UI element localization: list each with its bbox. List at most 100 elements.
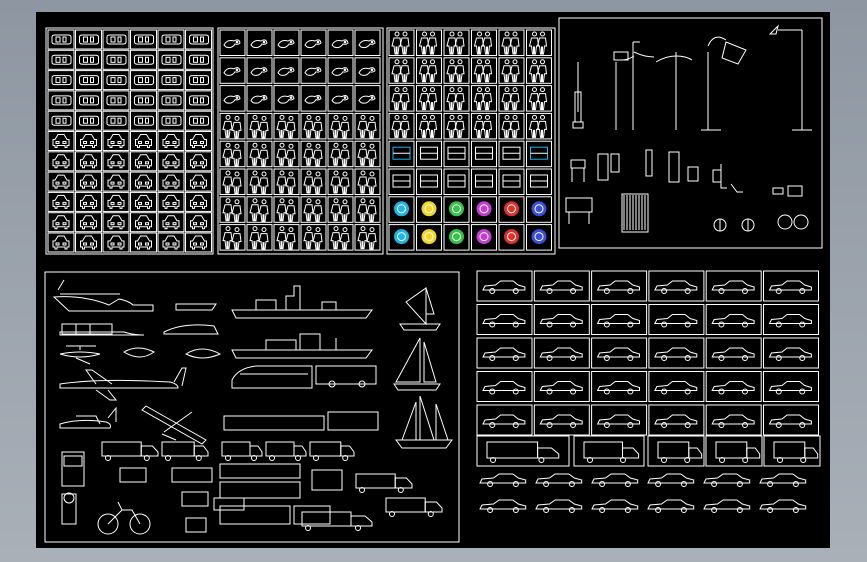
person-symbol [330,226,350,251]
person-symbol [528,87,548,111]
animal-symbol [277,67,295,76]
person-symbol [357,198,377,223]
car-symbol [106,115,127,126]
car-side-symbol [759,499,807,513]
person-symbol [276,226,296,251]
person-symbol [357,114,377,139]
panel-animals [217,27,384,255]
person-symbol [357,142,377,167]
car-symbol [189,34,209,45]
person-symbol [391,59,410,83]
car-side-symbol [768,347,812,361]
person-symbol [528,31,548,55]
car-side-symbol [596,347,640,361]
car-side-symbol [768,280,812,294]
car-side-symbol [479,499,527,513]
car-symbol [190,235,207,250]
boats [52,279,453,449]
animal-symbol [223,39,241,49]
panel-transport [44,271,460,543]
furniture-symbol [502,174,521,188]
car-symbol [162,235,180,250]
person-symbol [249,198,269,223]
car-symbol [190,134,207,148]
furniture-symbol [475,146,493,160]
person-symbol [249,114,269,139]
colored-symbol [531,229,547,245]
car-symbol [134,115,154,126]
car-side-symbol [482,347,526,361]
car-side-symbol [654,414,698,428]
animal-symbol [250,67,268,76]
car-symbol [79,75,99,86]
person-symbol [418,31,438,55]
car-side-symbol [759,473,807,487]
car-symbol [52,134,70,148]
person-symbol [446,114,465,138]
car-symbol [189,75,209,86]
car-symbol [80,235,97,250]
person-symbol [446,59,465,83]
car-symbol [162,134,180,148]
car-side-symbol [596,381,640,395]
car-symbol [107,154,125,169]
car-symbol [135,154,152,169]
person-symbol [473,59,493,83]
car-side-symbol [539,347,583,361]
person-symbol [357,226,377,251]
car-symbol [107,194,125,209]
car-side-symbol [596,414,640,428]
car-side-symbol [482,314,526,328]
car-side-symbol [711,414,755,428]
car-side-symbol [703,473,751,487]
colored-symbol [394,229,409,245]
colored-symbol [421,201,437,217]
car-side-symbol [768,414,812,428]
car-symbol [161,54,182,65]
person-symbol [303,226,323,251]
cad-drawing-canvas[interactable] [36,12,830,548]
car-side-symbol [703,499,751,513]
vans-row [476,435,821,467]
person-symbol [528,114,548,138]
car-symbol [79,95,99,106]
car-symbol [51,54,72,65]
furniture-symbol [530,174,548,188]
car-side-symbol [654,381,698,395]
car-symbol [161,95,182,106]
aircraft [59,345,222,445]
car-side-symbol [482,381,526,395]
car-symbol [80,215,97,230]
animal-symbol [223,94,241,104]
furniture-symbol [392,146,411,160]
furniture-symbol [392,174,411,188]
car-symbol [51,95,72,106]
furniture-symbol [502,146,521,160]
person-symbol [418,114,438,138]
animal-symbol [223,67,241,76]
car-symbol [162,154,180,169]
car-symbol [190,154,207,169]
person-symbol [276,198,296,223]
car-symbol [190,174,207,189]
car-side-symbol [711,314,755,328]
car-symbol [106,95,127,106]
person-symbol [446,31,465,55]
person-symbol [249,142,269,167]
person-symbol [249,226,269,251]
colored-symbol [504,229,519,245]
person-symbol [222,198,242,223]
car-symbol [52,174,70,189]
car-side-symbol [482,280,526,294]
car-symbol [161,75,182,86]
car-symbol [52,235,70,250]
car-side-symbol [591,499,639,513]
person-symbol [303,170,323,195]
car-symbol [79,115,99,126]
person-symbol [473,87,493,111]
car-side-symbol [711,381,755,395]
furniture-symbol [420,174,438,188]
person-symbol [303,198,323,223]
colored-symbol [531,201,547,217]
furniture-symbol [447,146,466,160]
